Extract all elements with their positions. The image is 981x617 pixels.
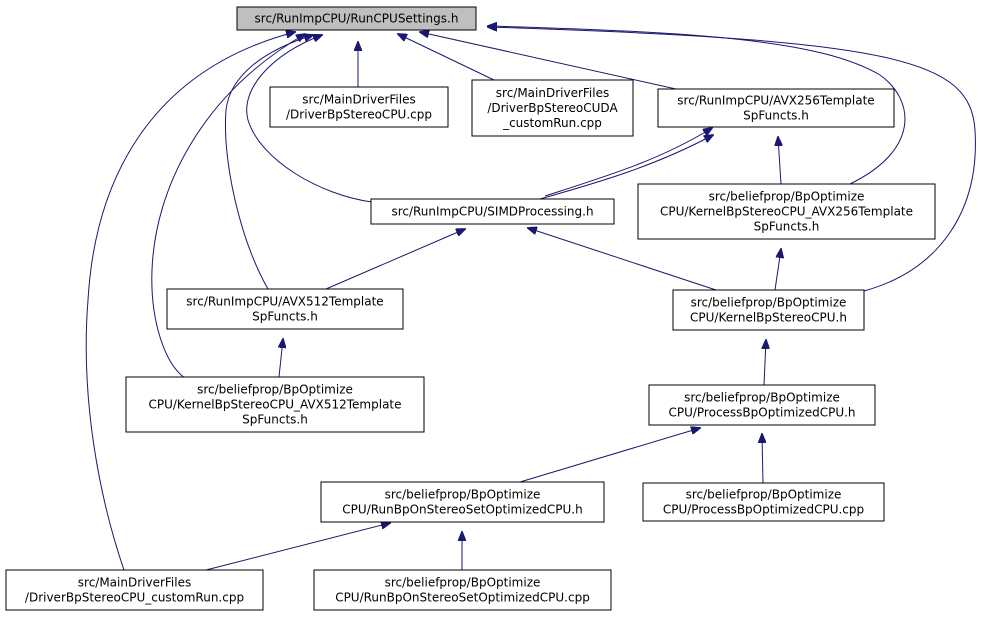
file-node-label-line: src/beliefprop/BpOptimize	[684, 391, 840, 405]
dependency-edge	[85, 32, 295, 571]
dependency-edge	[398, 34, 495, 81]
file-nodes: src/RunImpCPU/RunCPUSettings.h src/MainDr…	[5, 6, 936, 611]
file-node-label-line: SpFuncts.h	[743, 109, 809, 123]
file-node-label-line: CPU/ProcessBpOptimizedCPU.cpp	[663, 503, 864, 517]
file-node-box	[672, 289, 865, 331]
file-node-box	[471, 79, 634, 137]
file-node-label-line: src/beliefprop/BpOptimize	[691, 296, 847, 310]
file-node-label-line: src/RunImpCPU/SIMDProcessing.h	[391, 205, 593, 219]
file-node-label-line: SpFuncts.h	[754, 220, 820, 234]
dependency-edge	[488, 26, 906, 185]
dependency-edge	[325, 229, 465, 290]
file-node-label-line: CPU/KernelBpStereoCPU_AVX256Template	[660, 205, 913, 219]
file-node-driverbpstereocuda[interactable]: src/MainDriverFiles/DriverBpStereoCUDA_c…	[471, 79, 634, 137]
dependency-edge	[519, 428, 700, 483]
file-node-box	[236, 6, 477, 31]
dependency-edge	[151, 34, 305, 379]
dependency-edge	[224, 35, 313, 290]
file-node-box	[313, 569, 612, 611]
file-node-box	[642, 482, 885, 522]
file-node-label-line: SpFuncts.h	[252, 310, 318, 324]
file-node-label-line: src/RunImpCPU/AVX512Template	[186, 295, 383, 309]
file-node-label-line: src/RunImpCPU/RunCPUSettings.h	[255, 12, 459, 26]
file-node-box	[657, 88, 895, 128]
file-node-box	[648, 384, 876, 426]
file-node-label-line: CPU/KernelBpStereoCPU_AVX512Template	[148, 398, 401, 412]
file-node-label-line: CPU/RunBpOnStereoSetOptimizedCPU.h	[342, 503, 582, 517]
file-node-box	[320, 481, 605, 523]
file-node-driverbpstereocpu[interactable]: src/MainDriverFiles/DriverBpStereoCPU.cp…	[269, 86, 449, 128]
file-node-label-line: src/beliefprop/BpOptimize	[385, 576, 541, 590]
dependency-edge	[539, 135, 713, 200]
file-node-box	[166, 288, 404, 330]
file-node-label-line: SpFuncts.h	[242, 413, 308, 427]
file-node-label-line: src/beliefprop/BpOptimize	[197, 383, 353, 397]
file-node-label-line: src/beliefprop/BpOptimize	[709, 190, 865, 204]
file-node-label-line: src/MainDriverFiles	[78, 576, 191, 590]
dependency-edges	[85, 26, 976, 571]
file-node-runcpusettings[interactable]: src/RunImpCPU/RunCPUSettings.h	[236, 6, 477, 31]
file-node-label-line: src/RunImpCPU/AVX256Template	[677, 94, 874, 108]
file-node-label-line: CPU/RunBpOnStereoSetOptimizedCPU.cpp	[335, 591, 590, 605]
dependency-edge	[774, 249, 781, 291]
file-node-label-line: /DriverBpStereoCUDA	[487, 101, 618, 115]
file-node-processbpoptimizedcpu-cpp[interactable]: src/beliefprop/BpOptimizeCPU/ProcessBpOp…	[642, 482, 885, 522]
file-node-label-line: src/MainDriverFiles	[302, 93, 415, 107]
file-node-box	[370, 198, 615, 225]
file-node-processbpoptimizedcpu-h[interactable]: src/beliefprop/BpOptimizeCPU/ProcessBpOp…	[648, 384, 876, 426]
dependency-edge	[764, 340, 766, 386]
file-node-label-line: /DriverBpStereoCPU_customRun.cpp	[25, 591, 244, 605]
file-node-box	[269, 86, 449, 128]
dependency-edge	[246, 35, 373, 203]
file-node-runbponstereo-cpp[interactable]: src/beliefprop/BpOptimizeCPU/RunBpOnSter…	[313, 569, 612, 611]
file-node-driverbpstereocpu-customrun[interactable]: src/MainDriverFiles/DriverBpStereoCPU_cu…	[5, 569, 264, 611]
file-node-kernelavx256[interactable]: src/beliefprop/BpOptimizeCPU/KernelBpSte…	[637, 183, 936, 240]
dependency-edge	[279, 339, 283, 378]
file-node-simdprocessing[interactable]: src/RunImpCPU/SIMDProcessing.h	[370, 198, 615, 225]
file-node-label-line: CPU/KernelBpStereoCPU.h	[690, 311, 847, 325]
file-node-label-line: /DriverBpStereoCPU.cpp	[286, 108, 432, 122]
dependency-edge	[528, 228, 717, 291]
file-node-label-line: CPU/ProcessBpOptimizedCPU.h	[668, 406, 855, 420]
file-node-label-line: src/beliefprop/BpOptimize	[686, 488, 842, 502]
dependency-edge	[778, 137, 781, 185]
file-node-runbponstereo-h[interactable]: src/beliefprop/BpOptimizeCPU/RunBpOnSter…	[320, 481, 605, 523]
file-node-kernelavx512[interactable]: src/beliefprop/BpOptimizeCPU/KernelBpSte…	[125, 376, 425, 433]
file-node-label-line: src/beliefprop/BpOptimize	[385, 488, 541, 502]
dependency-edge	[762, 434, 763, 484]
file-node-label-line: _customRun.cpp	[502, 116, 602, 130]
dependency-edge	[205, 523, 390, 571]
dependency-edge	[488, 27, 976, 292]
file-node-box	[5, 569, 264, 611]
file-node-box	[125, 376, 425, 433]
dependency-edge	[544, 128, 712, 197]
file-node-box	[637, 183, 936, 240]
file-node-kernelbpstereocpu[interactable]: src/beliefprop/BpOptimizeCPU/KernelBpSte…	[672, 289, 865, 331]
file-node-label-line: src/MainDriverFiles	[496, 86, 609, 100]
